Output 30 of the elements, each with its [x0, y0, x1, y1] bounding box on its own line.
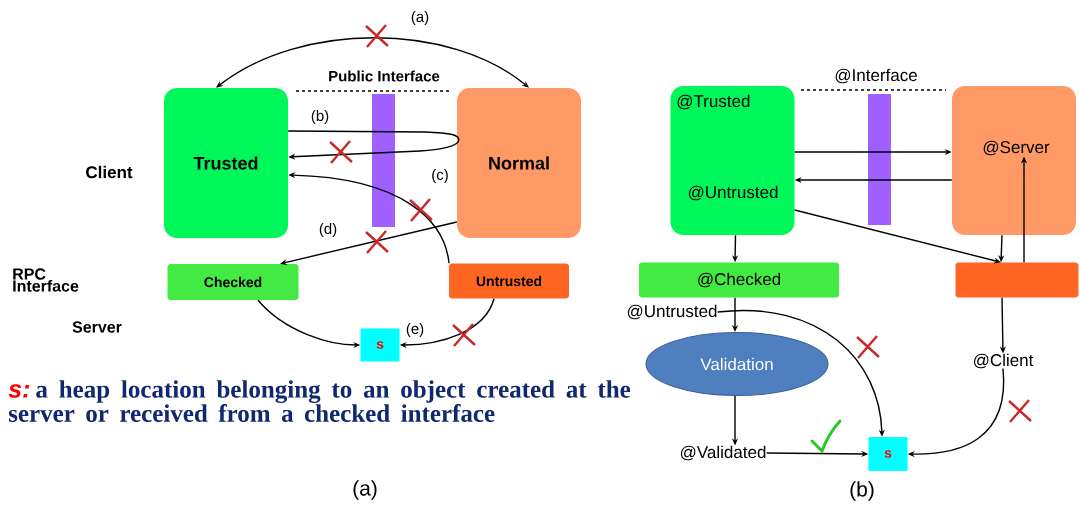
trust-box: Trusted	[164, 88, 288, 238]
interface-label: @Interface	[835, 68, 917, 84]
arrow	[280, 221, 458, 266]
trust-box: Normal	[457, 88, 581, 238]
arrow	[216, 37, 529, 88]
layer-label: Client	[86, 165, 133, 179]
box-label: @Untrusted	[688, 185, 778, 201]
box-label: @Trusted	[677, 94, 750, 110]
caption-text: s: a heap location belonging to an object created at the server or received from a checked interface	[8, 380, 631, 422]
heap-box: s	[360, 328, 400, 362]
annotation-text: @Untrusted	[627, 304, 717, 320]
edge-label: (b)	[311, 110, 329, 124]
edge-label: (a)	[411, 11, 429, 25]
interface-bar: Untrusted	[449, 263, 569, 299]
edge-label: (e)	[406, 323, 424, 337]
annotation-text: @Validated	[680, 445, 766, 461]
interface-bar: Checked	[167, 264, 299, 300]
interface-label: Public Interface	[329, 70, 440, 82]
edge-label: (d)	[319, 223, 337, 237]
heap-box: s	[868, 437, 908, 471]
arrow	[794, 209, 1001, 264]
panel-label: (b)	[850, 481, 874, 501]
layer-label: Server	[72, 321, 122, 333]
interface-bar: @Checked	[639, 262, 839, 298]
layer-label: RPC Interface	[13, 268, 79, 292]
interface-bar	[955, 262, 1079, 298]
panel-label: (a)	[353, 480, 377, 500]
annotation-text: @Client	[974, 353, 1034, 369]
edge-label: (c)	[432, 169, 448, 183]
box-label: @Server	[983, 140, 1050, 156]
